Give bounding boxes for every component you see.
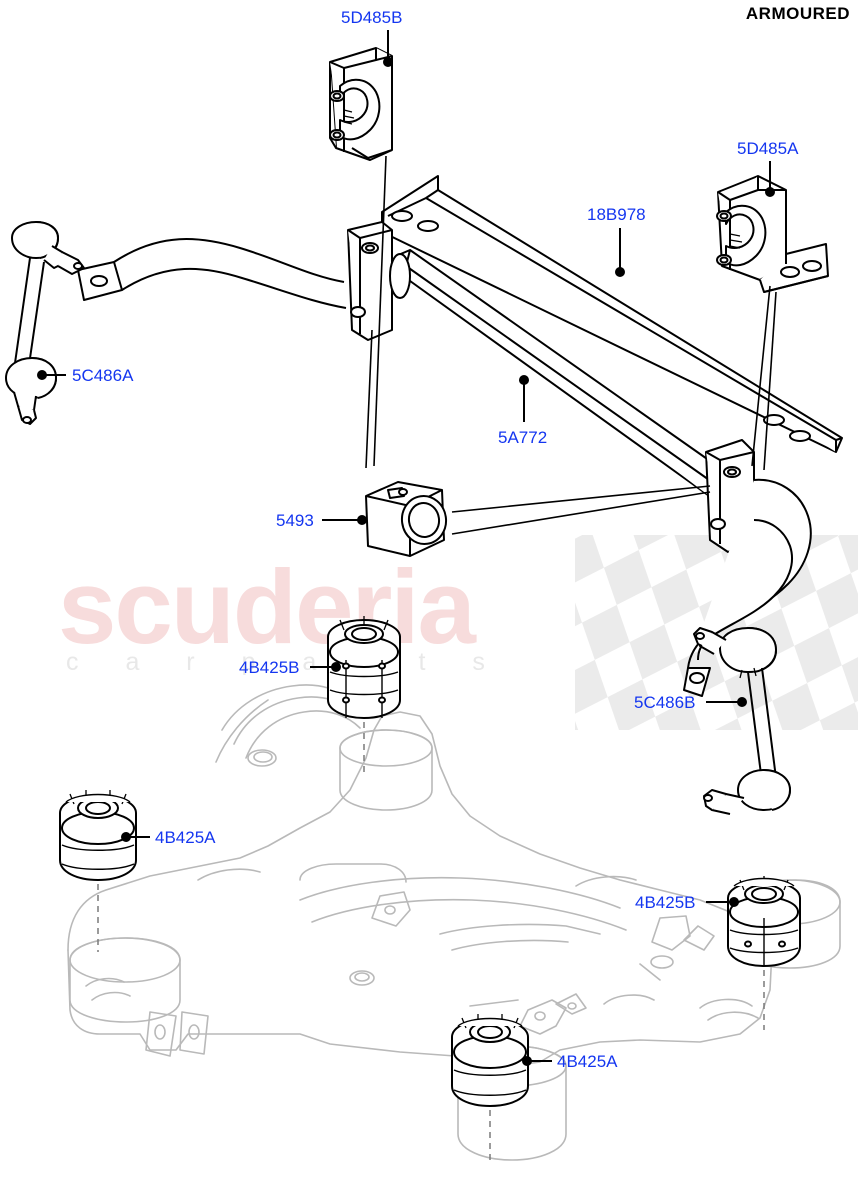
part-5A772-anti-roll-bar xyxy=(77,221,812,697)
label-5A772[interactable]: 5A772 xyxy=(498,428,548,447)
part-4B425A-bush-front-right xyxy=(451,1014,529,1107)
part-5D485B-bracket xyxy=(329,47,393,161)
label-4B425A-left[interactable]: 4B425A xyxy=(155,828,216,847)
label-5D485B-top[interactable]: 5D485B xyxy=(341,8,403,27)
label-18B978[interactable]: 18B978 xyxy=(587,205,646,224)
part-5D485A-bracket xyxy=(716,175,829,293)
part-4B425B-bush-rear-left xyxy=(327,616,401,719)
part-4B425B-bush-rear-right xyxy=(727,876,801,967)
label-5D485A[interactable]: 5D485A xyxy=(737,139,799,158)
part-5C486A-stabilizer-link xyxy=(5,221,85,425)
label-5493[interactable]: 5493 xyxy=(276,511,314,530)
part-5493-bush xyxy=(365,481,448,557)
part-4B425A-bush-front-left xyxy=(59,790,137,881)
label-5C486A[interactable]: 5C486A xyxy=(72,366,134,385)
label-4B425B-right[interactable]: 4B425B xyxy=(635,893,696,912)
leader-lines xyxy=(37,30,777,1066)
label-5C486B[interactable]: 5C486B xyxy=(634,693,696,712)
page-title: ARMOURED xyxy=(745,4,850,23)
label-4B425A-bottom[interactable]: 4B425A xyxy=(557,1052,618,1071)
part-18B978-reinforcement-bar xyxy=(381,175,843,453)
label-4B425B-upper[interactable]: 4B425B xyxy=(239,658,300,677)
part-5C486B-stabilizer-link xyxy=(693,627,791,815)
